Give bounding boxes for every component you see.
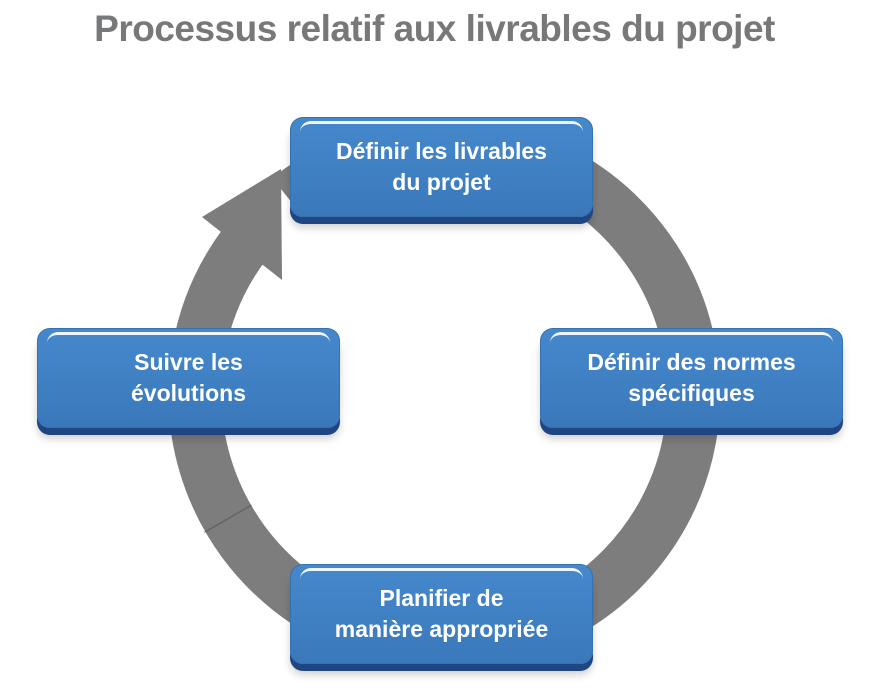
page-title: Processus relatif aux livrables du proje…: [94, 8, 775, 49]
step-label-line: Définir les livrables: [336, 138, 547, 164]
step-label-line: Suivre les: [134, 349, 243, 375]
ring-seam-divider: [203, 504, 253, 534]
step-label-line: Planifier de: [379, 585, 504, 611]
step-label-line: spécifiques: [628, 380, 755, 406]
step-card-track-changes: Suivre les évolutions: [37, 328, 340, 428]
step-card-define-deliverables: Définir les livrables du projet: [290, 117, 593, 217]
step-label-line: manière appropriée: [334, 616, 549, 642]
cycle-arrowhead-icon: [202, 169, 282, 280]
step-label-line: évolutions: [130, 380, 246, 406]
step-label-line: Définir des normes: [587, 349, 796, 375]
step-label-line: du projet: [392, 169, 491, 195]
step-card-define-standards: Définir des normes spécifiques: [540, 328, 843, 428]
step-card-plan-appropriately: Planifier de manière appropriée: [290, 564, 593, 664]
